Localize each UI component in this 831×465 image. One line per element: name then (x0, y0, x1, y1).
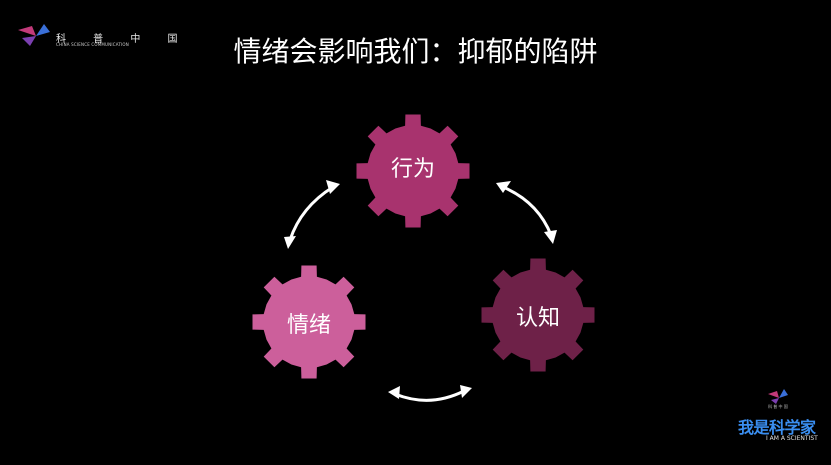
gear-behavior (356, 114, 470, 228)
gear-label-emotion: 情绪 (287, 313, 331, 338)
butterfly-logo-icon (18, 24, 50, 46)
logo-chinese-text: 科 普 中 国 (56, 34, 190, 45)
arrow-emotion-cognition (388, 385, 472, 402)
kepu-logo: 科 普 中 国 CHINA SCIENCE COMMUNICATION (14, 22, 178, 48)
arrow-behavior-cognition (496, 181, 557, 244)
i-am-a-scientist-brand: 科 普 中 国 我是科学家 I AM A SCIENTIST (736, 388, 828, 458)
logo-english-text: CHINA SCIENCE COMMUNICATION (56, 42, 129, 47)
brand-sub-text: I AM A SCIENTIST (766, 435, 818, 442)
arrow-behavior-emotion (284, 180, 340, 249)
gear-emotion (252, 265, 366, 379)
gear-label-cognition: 认知 (516, 306, 560, 331)
brand-butterfly-icon (768, 389, 788, 404)
gear-label-behavior: 行为 (391, 157, 435, 182)
brand-main-text: 我是科学家 (738, 418, 816, 437)
gear-cognition (481, 258, 595, 372)
slide-title: 情绪会影响我们：抑郁的陷阱 (233, 35, 598, 68)
brand-small-text: 科 普 中 国 (768, 404, 788, 409)
